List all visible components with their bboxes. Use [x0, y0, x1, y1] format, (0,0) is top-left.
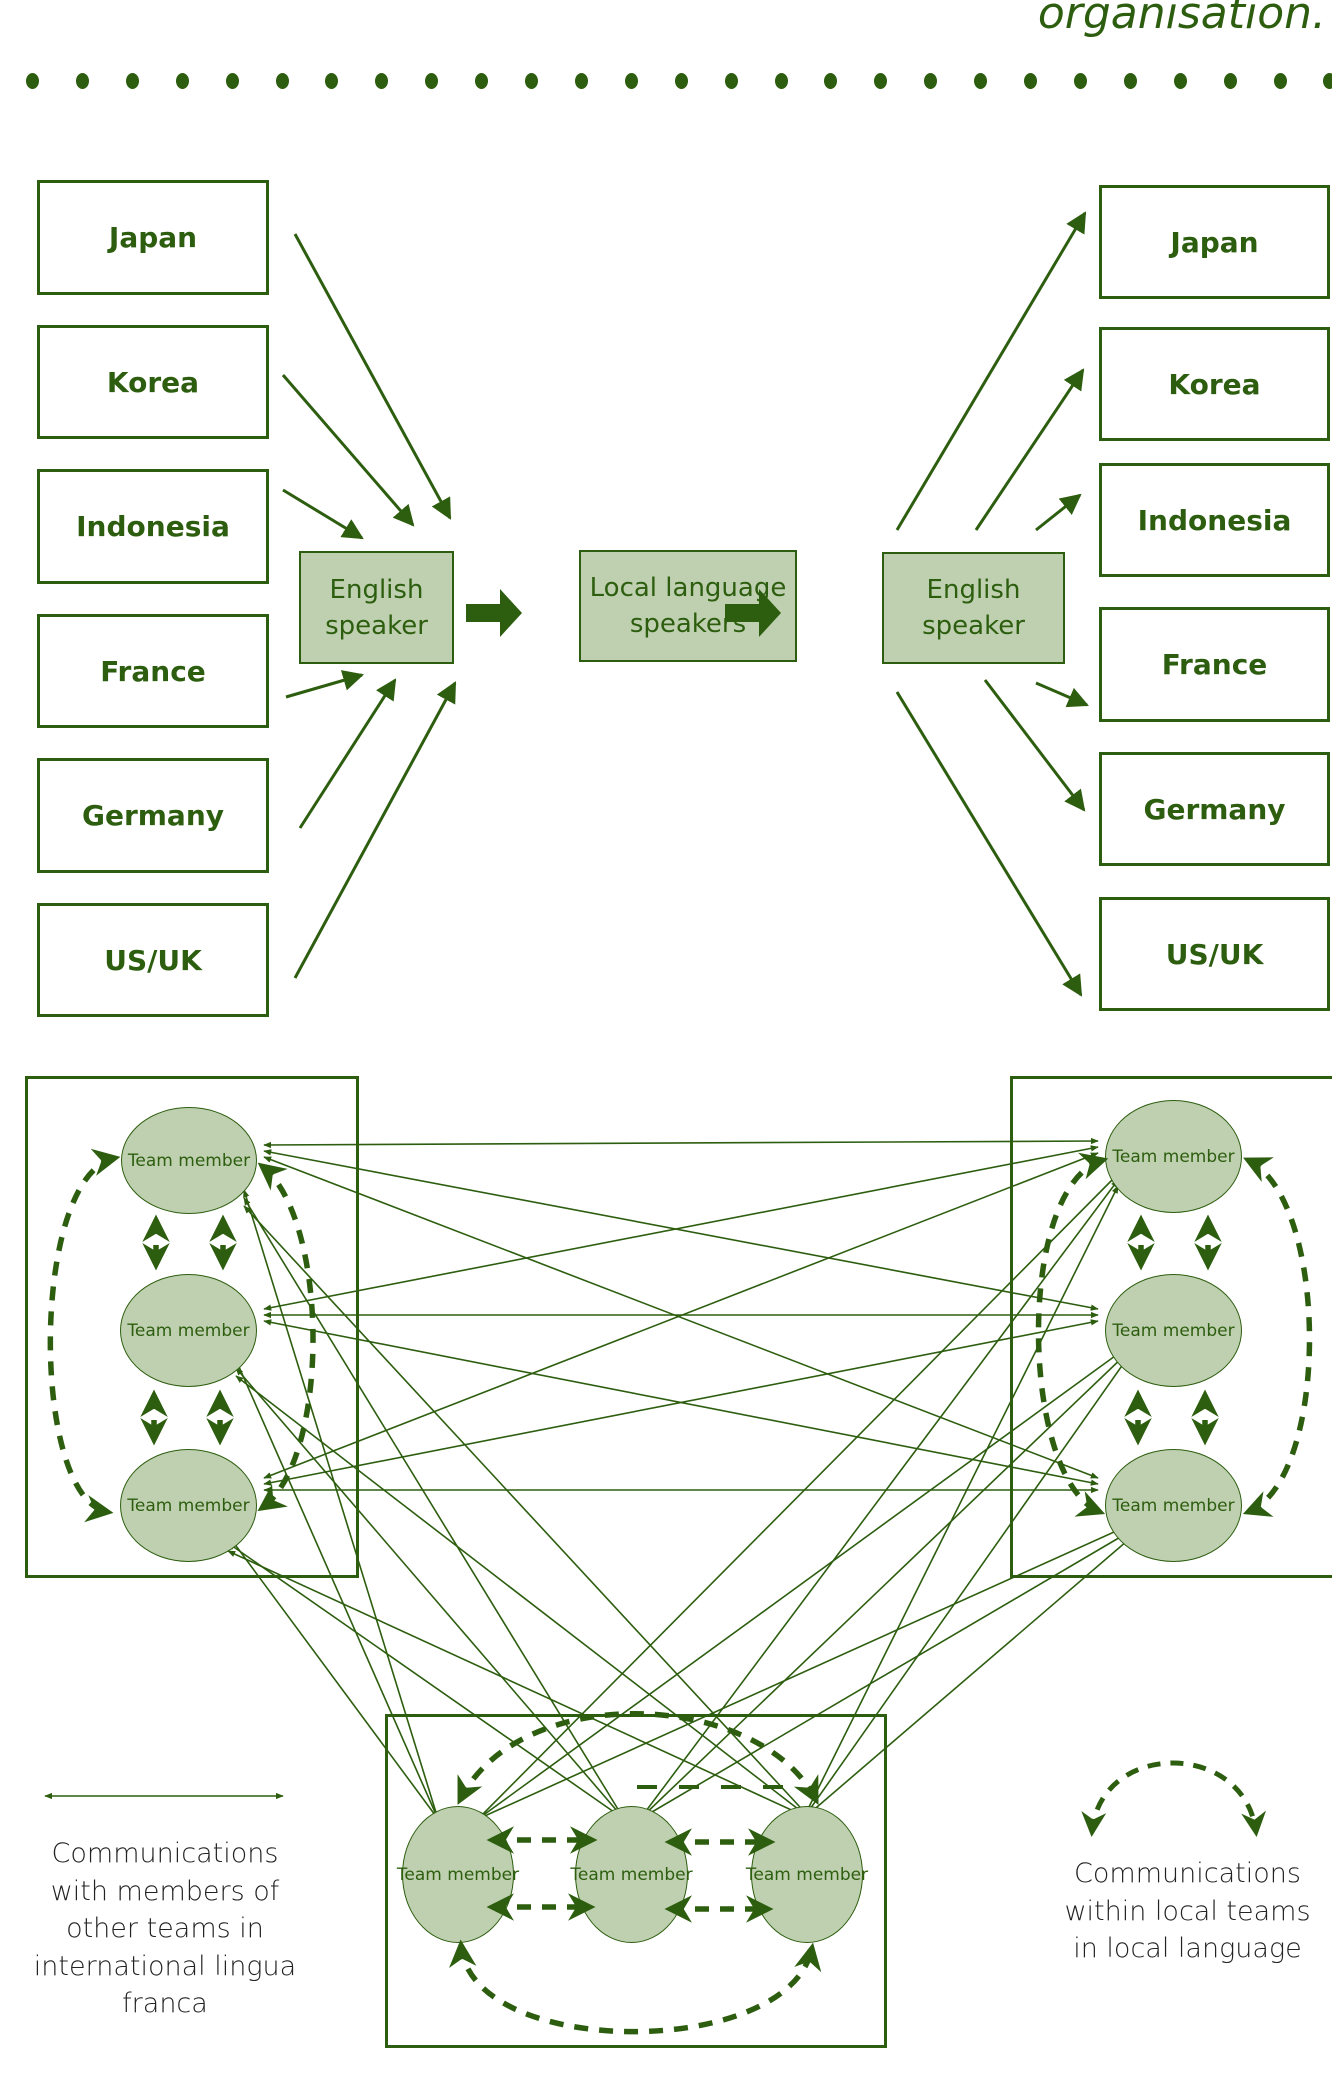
divider-dot: [26, 73, 39, 89]
block-arrow-icon: [466, 589, 522, 637]
hub-line: speaker: [922, 611, 1025, 641]
source-country-japan: Japan: [37, 180, 269, 295]
flow-arrow: [895, 211, 1087, 531]
divider-dot: [375, 73, 389, 89]
flow-arrow: [293, 681, 457, 979]
lingua-franca-link: [802, 1359, 1127, 1820]
lingua-franca-link: [235, 1359, 439, 1820]
legend-line: international lingua: [33, 1950, 297, 1982]
legend-local-language-text: Communications within local teams in loc…: [1050, 1855, 1325, 1968]
lingua-franca-link: [639, 1353, 1127, 1820]
target-country-korea: Korea: [1099, 327, 1330, 441]
dotted-divider: [26, 73, 1332, 91]
right-team-member-2: Team member: [1105, 1274, 1242, 1387]
divider-dot: [1173, 73, 1187, 89]
target-country-germany: Germany: [1099, 752, 1330, 866]
divider-dot: [125, 73, 139, 89]
divider-dot: [475, 73, 489, 89]
divider-dot: [175, 73, 189, 89]
flow-arrow: [281, 374, 415, 527]
source-country-korea: Korea: [37, 325, 269, 439]
source-country-indonesia: Indonesia: [37, 469, 269, 584]
lingua-franca-link: [235, 1367, 625, 1820]
left-english-speaker-hub: English speaker: [299, 551, 454, 664]
hub-line: speaker: [325, 610, 428, 641]
divider-dot: [525, 73, 538, 89]
flow-arrow: [298, 678, 397, 829]
divider-dot: [225, 73, 239, 89]
hub-line: English: [926, 575, 1021, 605]
legend-line: other teams in: [66, 1913, 264, 1944]
divider-dot: [75, 73, 89, 89]
hub-line: English: [329, 574, 424, 605]
bottom-team-member-2: Team member: [570, 1806, 693, 1943]
legend-line: with members of: [50, 1875, 280, 1907]
divider-dot: [1123, 73, 1137, 89]
lingua-franca-link: [477, 1347, 1127, 1820]
block-arrow-icon: [725, 589, 781, 637]
lingua-franca-link: [639, 1179, 1119, 1820]
legend-line: in local language: [1073, 1933, 1302, 1964]
bottom-team-member-1: Team member: [397, 1806, 519, 1943]
left-team-member-1: Team member: [121, 1107, 257, 1214]
divider-dot: [1073, 73, 1087, 89]
right-english-speaker-hub: English speaker: [882, 552, 1065, 664]
hub-line: Local language: [589, 573, 787, 603]
source-country-france: France: [37, 614, 269, 728]
lingua-franca-link: [639, 1528, 1135, 1820]
divider-dot: [824, 73, 838, 89]
divider-dot: [874, 73, 888, 89]
page-heading: organisation.: [1037, 0, 1326, 39]
target-country-indonesia: Indonesia: [1099, 463, 1330, 577]
source-country-us-uk: US/UK: [37, 903, 269, 1017]
divider-dot: [275, 73, 289, 89]
right-team-member-1: Team member: [1105, 1100, 1242, 1213]
bottom-team-member-3: Team member: [746, 1806, 868, 1943]
divider-dot: [1273, 73, 1287, 89]
left-team-member-3: Team member: [120, 1449, 257, 1562]
legend-line: within local teams: [1064, 1895, 1311, 1927]
flow-arrow: [1035, 493, 1082, 532]
divider-dot: [1024, 73, 1037, 89]
divider-dot: [724, 73, 738, 89]
right-team-member-3: Team member: [1105, 1449, 1242, 1562]
flow-arrow: [293, 233, 452, 520]
source-country-germany: Germany: [37, 758, 269, 873]
flow-arrow: [1035, 681, 1089, 708]
target-country-france: France: [1099, 607, 1330, 722]
legend-line: Communications: [51, 1838, 279, 1869]
lingua-franca-link: [477, 1522, 1135, 1820]
lingua-franca-link: [263, 1137, 1099, 1149]
divider-dot: [674, 73, 688, 89]
legend-line: Communications: [1074, 1858, 1301, 1889]
divider-dot: [624, 73, 638, 89]
divider-dot: [325, 73, 339, 89]
divider-dot: [574, 73, 588, 89]
lingua-franca-link: [802, 1185, 1119, 1820]
target-country-japan: Japan: [1099, 185, 1330, 299]
lingua-franca-link: [227, 1550, 812, 1820]
target-country-us-uk: US/UK: [1099, 897, 1330, 1011]
lingua-franca-link: [802, 1534, 1135, 1820]
legend-lingua-franca-text: Communications with members of other tea…: [20, 1835, 310, 2023]
divider-dot: [425, 73, 439, 89]
divider-dot: [924, 73, 938, 89]
divider-dot: [1223, 73, 1237, 89]
flow-arrow: [282, 488, 364, 540]
legend-line: franca: [122, 1988, 208, 2019]
flow-arrow: [895, 691, 1083, 997]
flow-arrow: [285, 670, 365, 699]
lingua-franca-link: [243, 1189, 439, 1820]
flow-arrow: [983, 679, 1086, 812]
lingua-franca-link: [235, 1375, 812, 1820]
lingua-franca-link: [227, 1534, 439, 1820]
left-team-member-2: Team member: [120, 1274, 257, 1387]
flow-arrow: [974, 368, 1085, 531]
divider-dot: [774, 73, 788, 89]
divider-dot: [974, 73, 988, 89]
divider-dot: [1323, 73, 1332, 89]
